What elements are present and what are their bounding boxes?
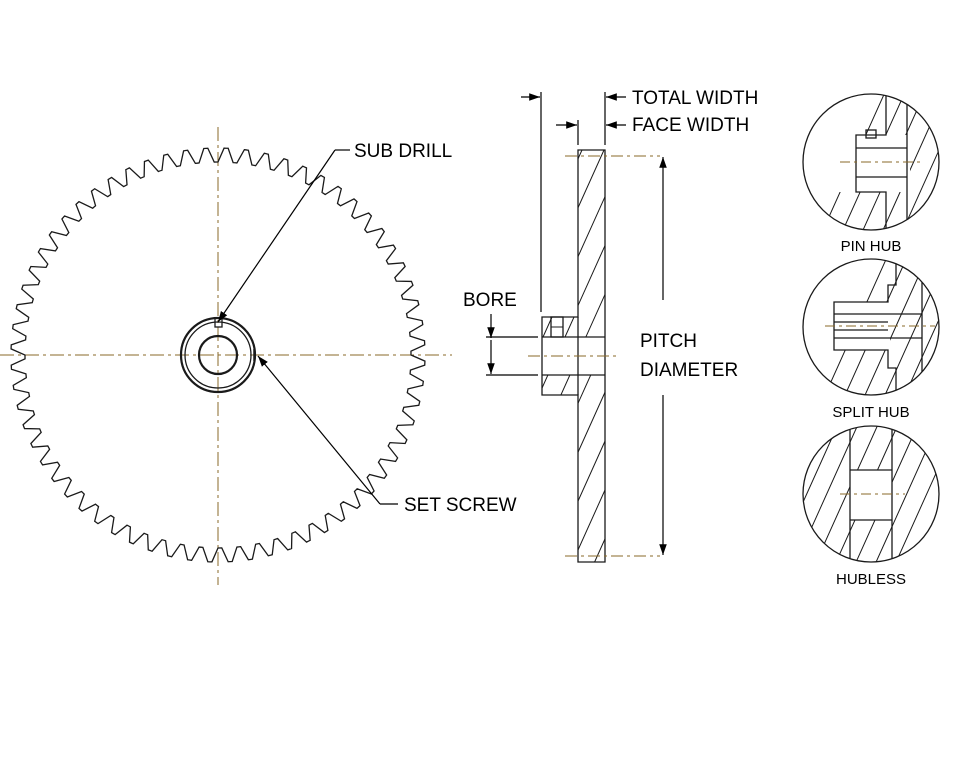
hatch-line [617, 150, 802, 562]
hubless-detail [733, 420, 963, 570]
pitch-label: PITCH [640, 331, 697, 352]
set-screw-leader-diagonal [257, 355, 381, 505]
hatch-line [920, 94, 939, 230]
pin-hub-label: PIN HUB [841, 238, 902, 255]
gear-front-view [0, 127, 452, 585]
hatch-line [578, 439, 605, 503]
split-hub-label: SPLIT HUB [832, 404, 909, 421]
hatch-line [542, 317, 553, 341]
hatch-line [912, 426, 939, 562]
hatch-line [495, 317, 530, 395]
gear-teeth-outline [10, 147, 426, 563]
gear-side-view [495, 149, 824, 563]
hatch-line [578, 195, 605, 258]
hatch-line [803, 426, 821, 562]
hatch-line [862, 259, 929, 395]
hatch-line [900, 94, 939, 230]
sub-drill-label: SUB DRILL [354, 141, 452, 162]
set-screw-label: SET SCREW [404, 495, 517, 516]
hatch-line [733, 420, 801, 570]
pin-hub-detail [802, 93, 940, 231]
hatch-line [892, 426, 939, 562]
hubless-label: HUBLESS [836, 571, 906, 588]
total-width-label: TOTAL WIDTH [632, 88, 758, 109]
hatch-line [560, 355, 578, 395]
hatch-line [803, 426, 841, 562]
split-hub-detail [802, 258, 940, 396]
hatch-line [639, 150, 824, 562]
hatch-line [953, 420, 963, 570]
sub-drill-leader-diagonal [217, 149, 336, 323]
diameter-label: DIAMETER [640, 360, 738, 381]
hatch-line [605, 317, 640, 395]
hatch-line [932, 426, 939, 562]
bore-circle [197, 334, 239, 376]
bore-label: BORE [463, 290, 517, 311]
hatch-line [578, 488, 605, 552]
hatch-line [594, 537, 605, 562]
face-width-label: FACE WIDTH [632, 115, 749, 136]
hatch-line [902, 259, 939, 395]
hatch-line [922, 259, 939, 395]
